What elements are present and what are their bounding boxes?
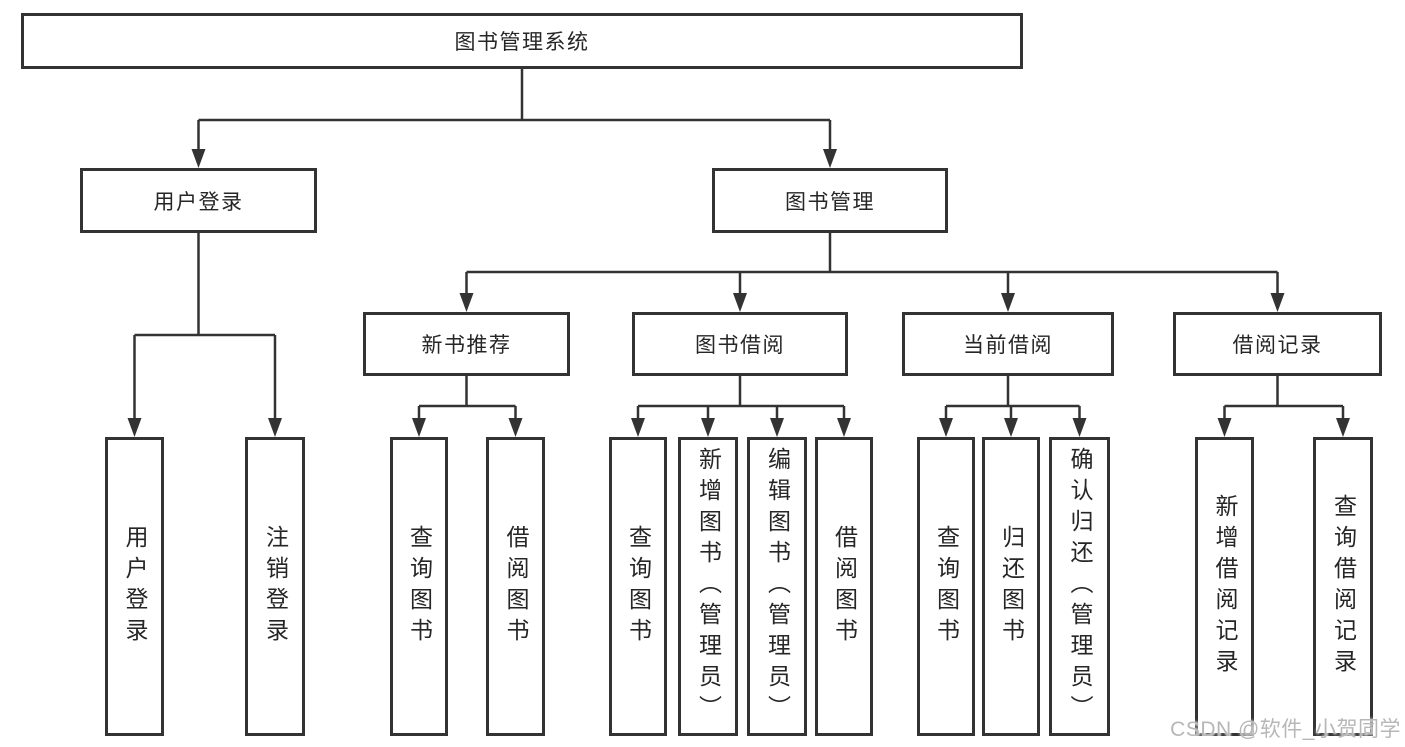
leaf-recommend-borrow-books-label: 借阅图书 xyxy=(503,524,529,649)
connector-login-to-leaves xyxy=(133,233,277,419)
leaf-add-borrow-record: 新增借阅记录 xyxy=(1195,437,1254,736)
leaf-add-book-admin: 新增图书（管理员） xyxy=(678,437,738,736)
node-book-management-label: 图书管理 xyxy=(785,190,875,214)
leaf-recommend-query-books-label: 查询图书 xyxy=(406,524,433,649)
leaf-user-login-label: 用户登录 xyxy=(122,524,148,649)
node-user-login: 用户登录 xyxy=(80,168,317,233)
leaf-current-query-books-label: 查询图书 xyxy=(933,524,960,649)
node-root-label: 图书管理系统 xyxy=(454,31,590,54)
node-new-book-recommend: 新书推荐 xyxy=(363,312,570,376)
leaf-edit-book-admin: 编辑图书（管理员） xyxy=(747,437,807,736)
leaf-current-query-books: 查询图书 xyxy=(917,437,975,736)
node-book-borrow: 图书借阅 xyxy=(632,312,848,376)
connector-recommend-to-leaves xyxy=(417,376,517,419)
csdn-watermark: CSDN @软件_小贺同学 xyxy=(1170,718,1401,741)
leaf-recommend-borrow-books: 借阅图书 xyxy=(486,437,545,736)
connector-root-to-level2 xyxy=(197,69,832,150)
leaf-recommend-query-books: 查询图书 xyxy=(390,437,448,736)
connector-borrow-to-leaves xyxy=(636,376,846,419)
node-book-borrow-label: 图书借阅 xyxy=(695,334,785,357)
node-new-book-recommend-label: 新书推荐 xyxy=(421,334,512,357)
leaf-borrow-query-books-label: 查询图书 xyxy=(625,524,652,649)
node-borrow-records: 借阅记录 xyxy=(1173,312,1382,376)
leaf-logout-label: 注销登录 xyxy=(262,524,289,649)
connector-current-to-leaves xyxy=(944,376,1081,419)
node-current-borrow: 当前借阅 xyxy=(902,312,1114,376)
node-root: 图书管理系统 xyxy=(21,13,1023,69)
leaf-logout: 注销登录 xyxy=(245,437,305,736)
leaf-add-borrow-record-label: 新增借阅记录 xyxy=(1212,493,1238,680)
leaf-borrow-books: 借阅图书 xyxy=(815,437,873,736)
leaf-return-book: 归还图书 xyxy=(982,437,1040,736)
leaf-query-borrow-record: 查询借阅记录 xyxy=(1313,437,1373,736)
leaf-edit-book-admin-label: 编辑图书（管理员） xyxy=(764,447,791,726)
connector-records-to-leaves xyxy=(1223,376,1345,419)
node-current-borrow-label: 当前借阅 xyxy=(963,334,1053,357)
node-user-login-label: 用户登录 xyxy=(153,190,244,214)
connector-mgmt-to-level3 xyxy=(465,233,1279,294)
leaf-borrow-books-label: 借阅图书 xyxy=(831,524,858,649)
arrowheads xyxy=(127,149,1350,437)
node-book-management: 图书管理 xyxy=(712,168,948,233)
node-borrow-records-label: 借阅记录 xyxy=(1232,334,1323,357)
leaf-user-login: 用户登录 xyxy=(105,437,164,736)
leaf-confirm-return-admin-label: 确认归还（管理员） xyxy=(1067,447,1093,726)
leaf-query-borrow-record-label: 查询借阅记录 xyxy=(1330,493,1357,680)
leaf-confirm-return-admin: 确认归还（管理员） xyxy=(1049,437,1110,736)
leaf-borrow-query-books: 查询图书 xyxy=(609,437,667,736)
leaf-return-book-label: 归还图书 xyxy=(998,524,1025,649)
leaf-add-book-admin-label: 新增图书（管理员） xyxy=(695,447,722,726)
